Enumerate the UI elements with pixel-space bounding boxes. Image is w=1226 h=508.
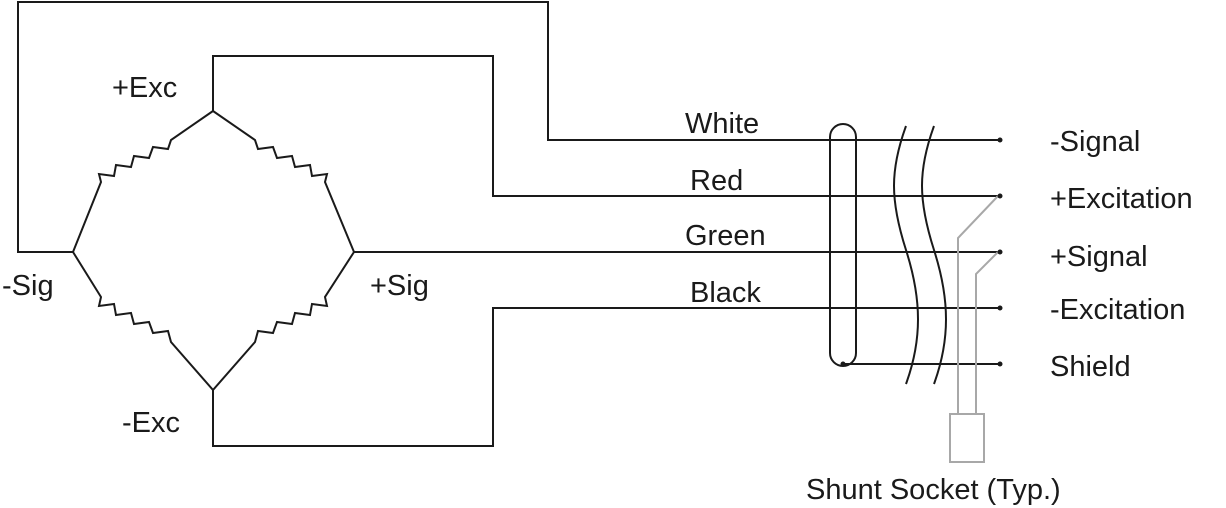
- label-pos-sig: +Sig: [370, 270, 429, 302]
- shield-junction-dot: [840, 361, 846, 367]
- cable-break-mark-right: [921, 125, 947, 385]
- white-wire-loop: [17, 1, 1000, 253]
- label-terminal-pos-excitation: +Excitation: [1050, 183, 1193, 215]
- shunt-lead-right: [975, 251, 999, 414]
- bridge-resistor-top-right: [212, 110, 355, 253]
- terminal-dot-pos-signal: [997, 249, 1003, 255]
- terminal-dot-neg-signal: [997, 137, 1003, 143]
- label-terminal-pos-signal: +Signal: [1050, 241, 1148, 273]
- label-terminal-neg-excitation: -Excitation: [1050, 294, 1186, 326]
- label-wire-green: Green: [685, 220, 766, 252]
- cable-break-mark-left: [893, 125, 919, 385]
- bridge-resistor-bottom-right: [212, 251, 355, 391]
- bridge-resistor-bottom-left: [72, 251, 214, 391]
- label-terminal-neg-signal: -Signal: [1050, 126, 1141, 158]
- label-wire-black: Black: [690, 277, 761, 309]
- label-neg-sig: -Sig: [2, 270, 54, 302]
- label-pos-exc: +Exc: [112, 72, 178, 104]
- red-wire-path: [212, 55, 1000, 197]
- label-wire-white: White: [685, 108, 760, 140]
- terminal-dot-neg-excitation: [997, 305, 1003, 311]
- terminal-dot-shield: [997, 361, 1003, 367]
- label-terminal-shield: Shield: [1050, 351, 1131, 383]
- label-shunt-socket: Shunt Socket (Typ.): [806, 474, 1061, 506]
- bridge-resistor-top-left: [72, 110, 214, 253]
- shunt-socket: [949, 413, 985, 463]
- shunt-lead-left: [957, 195, 999, 414]
- label-neg-exc: -Exc: [122, 407, 180, 439]
- terminal-dot-pos-excitation: [997, 193, 1003, 199]
- black-wire-path: [212, 307, 1000, 447]
- label-wire-red: Red: [690, 165, 744, 197]
- cable-shield-bundle: [829, 123, 857, 367]
